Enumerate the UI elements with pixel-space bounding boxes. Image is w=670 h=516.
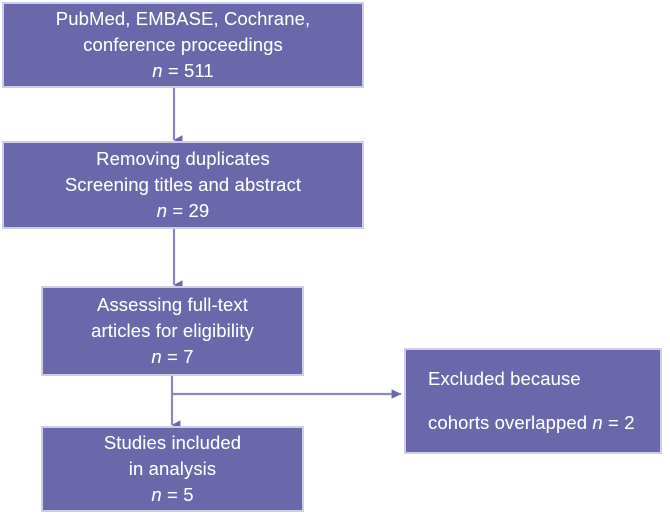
equals-symbol: = bbox=[167, 484, 178, 506]
box-excluded-reason: cohorts overlapped bbox=[428, 412, 593, 433]
box-eligibility-line-2: articles for eligibility bbox=[91, 319, 254, 341]
box-screening-line-1: Removing duplicates bbox=[96, 147, 270, 169]
n-symbol: n bbox=[151, 484, 162, 506]
box-identification: PubMed, EMBASE, Cochrane, conference pro… bbox=[2, 2, 364, 88]
box-eligibility-line-1: Assessing full-text bbox=[97, 293, 248, 315]
box-identification-line-1: PubMed, EMBASE, Cochrane, bbox=[55, 7, 311, 29]
n-symbol: n bbox=[152, 60, 163, 82]
box-identification-count: n = 511 bbox=[152, 58, 214, 84]
box-screening-line-2: Screening titles and abstract bbox=[64, 173, 302, 195]
equals-symbol: = bbox=[172, 200, 184, 222]
box-screening-count: n = 29 bbox=[157, 198, 210, 224]
box-included: Studies included in analysis n = 5 bbox=[41, 426, 304, 512]
box-included-line-1: Studies included bbox=[103, 431, 242, 453]
box-identification-line-2: conference proceedings bbox=[83, 33, 283, 55]
box-eligibility: Assessing full-text articles for eligibi… bbox=[41, 286, 304, 376]
count-value: 2 bbox=[624, 412, 635, 433]
count-value: 7 bbox=[183, 346, 194, 368]
box-eligibility-count: n = 7 bbox=[151, 344, 193, 370]
n-symbol: n bbox=[156, 200, 168, 222]
count-value: 29 bbox=[188, 200, 210, 222]
box-screening: Removing duplicates Screening titles and… bbox=[2, 141, 364, 229]
equals-symbol: = bbox=[608, 412, 619, 433]
count-value: 511 bbox=[184, 60, 214, 82]
box-included-count: n = 5 bbox=[151, 482, 193, 508]
n-symbol: n bbox=[592, 412, 603, 433]
equals-symbol: = bbox=[167, 346, 178, 368]
count-value: 5 bbox=[183, 484, 194, 506]
box-excluded: Excluded because cohorts overlapped n = … bbox=[404, 348, 662, 454]
box-excluded-line-2: cohorts overlapped n = 2 bbox=[428, 410, 635, 436]
box-excluded-line-1: Excluded because bbox=[428, 367, 581, 389]
equals-symbol: = bbox=[167, 60, 179, 82]
n-symbol: n bbox=[151, 346, 162, 368]
box-included-line-2: in analysis bbox=[128, 457, 217, 479]
